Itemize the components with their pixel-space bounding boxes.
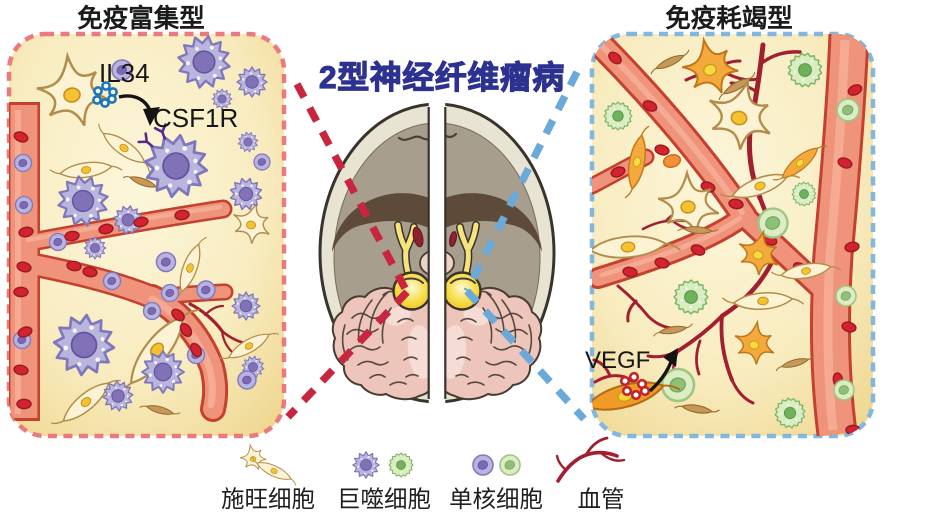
left-panel-illustration xyxy=(9,34,280,435)
orange-cell xyxy=(662,154,682,168)
legend-label-schwann: 施旺细胞 xyxy=(221,486,315,512)
macrophage-icon xyxy=(352,451,380,479)
center-title: 2型神经纤维瘤病 xyxy=(319,59,565,95)
left-panel-title: 免疫富集型 xyxy=(77,4,205,33)
blood-vessel-icon xyxy=(555,436,626,483)
vegf-arrowhead xyxy=(663,348,678,367)
right-panel-title: 免疫耗竭型 xyxy=(665,4,793,33)
legend-label-macrophage: 巨噬细胞 xyxy=(337,486,431,512)
legend-label-monocyte: 单核细胞 xyxy=(449,486,543,512)
il34-molecules xyxy=(92,81,118,108)
csf1r-label: CSF1R xyxy=(153,103,238,133)
il34-arrowhead xyxy=(143,107,160,126)
vegf-label: VEGF xyxy=(585,347,650,374)
vegf-molecules xyxy=(619,371,651,401)
monocyte-icon xyxy=(499,454,521,476)
left-panel: IL34 CSF1R xyxy=(6,31,287,439)
skull-illustration xyxy=(320,104,554,402)
legend: 施旺细胞 巨噬细胞 单核细胞 血管 xyxy=(221,436,626,512)
right-panel: VEGF xyxy=(585,31,876,439)
macrophage-icon xyxy=(388,452,414,478)
callout-lines xyxy=(285,70,587,422)
il34-label: IL34 xyxy=(99,58,150,88)
legend-label-vessel: 血管 xyxy=(578,486,625,512)
right-panel-illustration xyxy=(592,34,870,436)
vegf-arrow xyxy=(648,361,673,393)
monocyte-icon xyxy=(472,454,494,476)
